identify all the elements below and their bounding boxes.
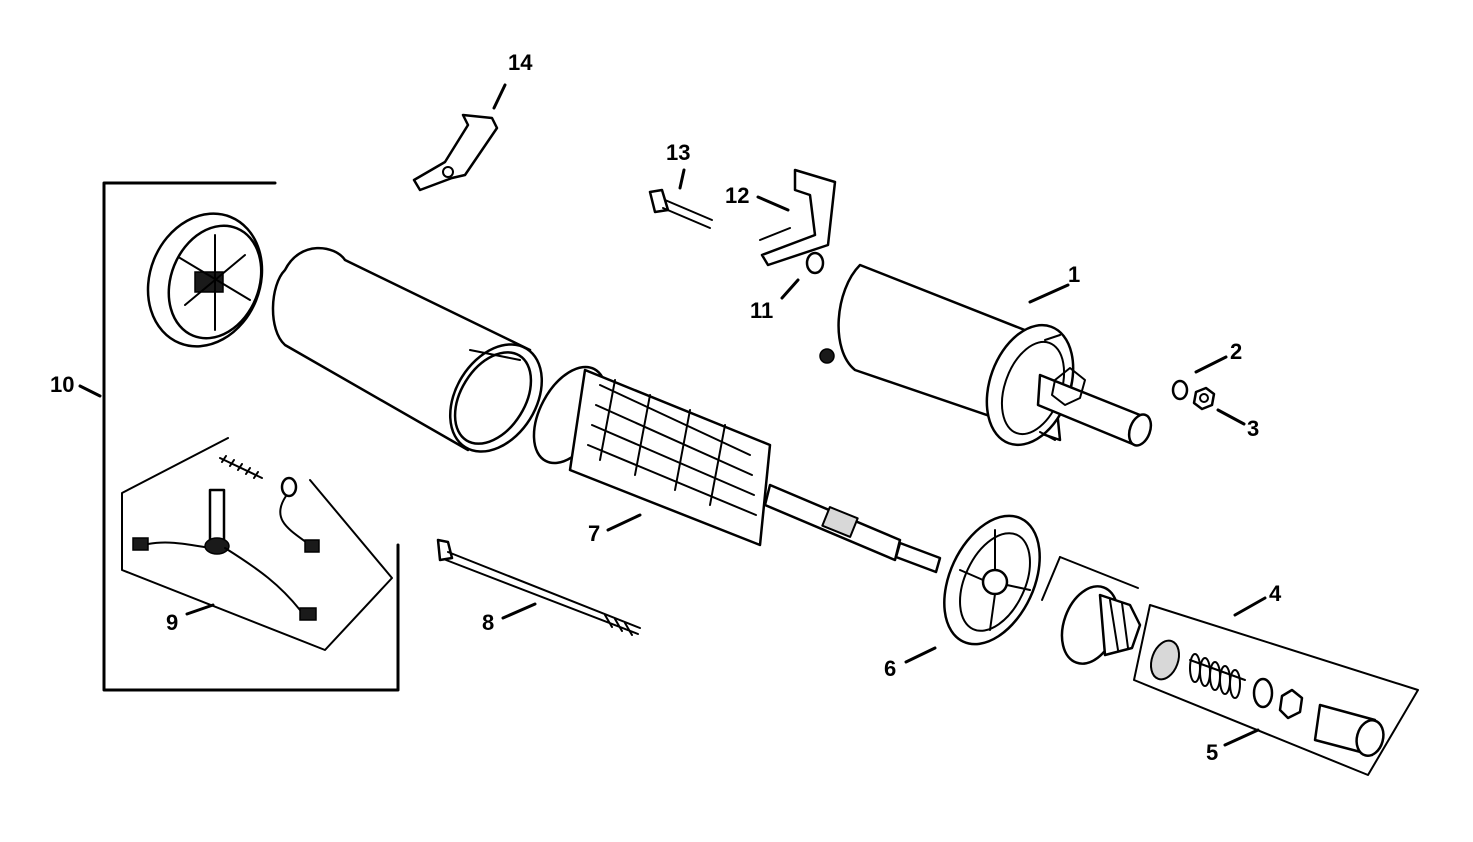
callout-4: 4 <box>1269 581 1282 606</box>
callout-14: 14 <box>508 50 533 75</box>
callout-5: 5 <box>1206 740 1218 765</box>
group-5-bracket <box>1133 604 1419 776</box>
group-9-bracket <box>121 437 393 651</box>
drive-pinion <box>1060 585 1142 665</box>
callout-labels: 1 2 3 4 5 6 7 8 9 10 11 12 13 14 <box>50 50 1282 765</box>
group-4-bracket <box>1059 556 1139 589</box>
armature <box>532 365 942 574</box>
callout-7: 7 <box>588 521 600 546</box>
callout-3: 3 <box>1247 416 1259 441</box>
leader-6 <box>904 646 937 664</box>
leader-8 <box>501 602 537 620</box>
callout-1: 1 <box>1068 262 1080 287</box>
drive-kit-parts <box>1149 639 1385 757</box>
callout-6: 6 <box>884 656 896 681</box>
callout-10: 10 <box>50 372 74 397</box>
motor-frame <box>271 246 544 453</box>
starter-solenoid <box>819 263 1153 447</box>
callout-2: 2 <box>1230 339 1242 364</box>
leader-13 <box>678 168 686 190</box>
leader-12 <box>756 195 790 212</box>
leader-11 <box>780 278 800 300</box>
hex-nut <box>1192 386 1216 411</box>
lock-washer <box>1171 379 1189 401</box>
drive-end-plate <box>943 514 1041 646</box>
leader-2 <box>1194 355 1228 374</box>
callout-12: 12 <box>725 183 749 208</box>
leader-1 <box>1028 283 1070 304</box>
leader-3 <box>1216 408 1246 426</box>
end-cap <box>146 212 264 348</box>
bolt <box>648 188 713 229</box>
leader-10 <box>78 384 102 398</box>
callout-11: 11 <box>750 298 773 323</box>
wire-clamp <box>412 113 499 192</box>
brush-set <box>132 455 320 621</box>
mounting-bracket <box>759 168 837 267</box>
leader-lines <box>78 83 1267 747</box>
through-bolt <box>436 538 641 636</box>
leader-9 <box>185 603 215 616</box>
leader-4 <box>1233 596 1267 617</box>
leader-14 <box>492 83 507 110</box>
leader-5 <box>1223 728 1260 747</box>
callout-9: 9 <box>166 610 178 635</box>
leader-7 <box>606 513 642 532</box>
washer <box>805 251 825 275</box>
callout-8: 8 <box>482 610 494 635</box>
callout-13: 13 <box>666 140 690 165</box>
group-10-bracket <box>102 181 400 692</box>
